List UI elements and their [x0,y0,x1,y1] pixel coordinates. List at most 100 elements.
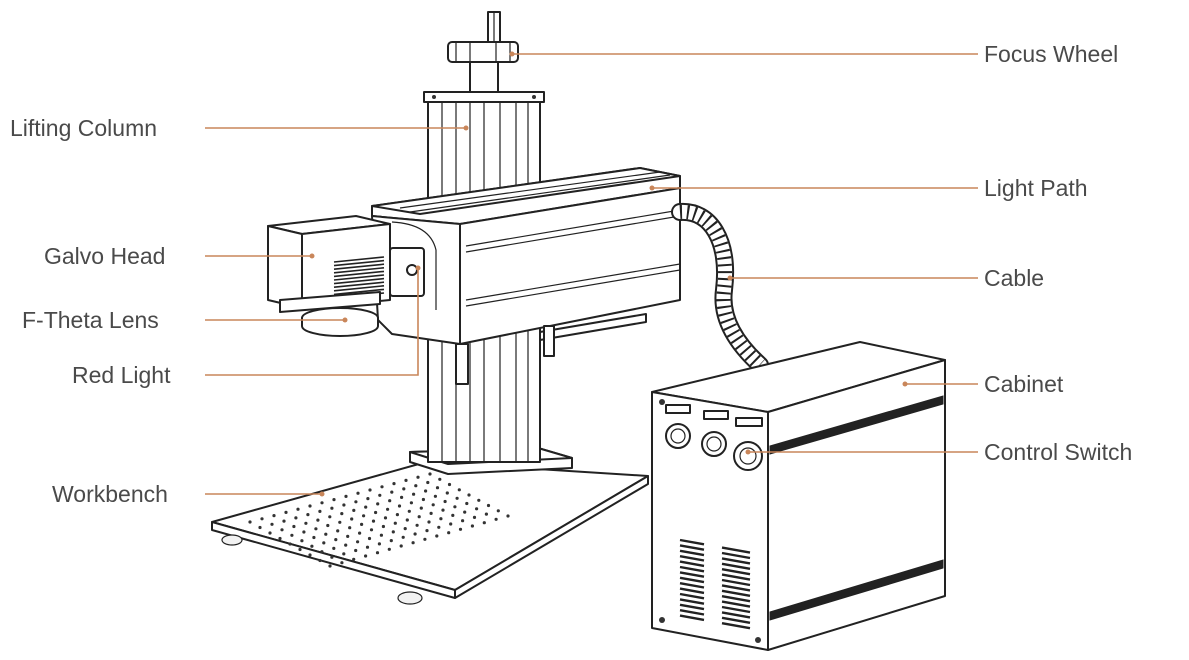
workbench-hole [334,538,338,542]
workbench-hole [340,561,344,565]
workbench-hole [427,520,431,524]
workbench-hole [367,536,372,541]
workbench-hole [390,490,394,494]
galvo-vent-slat [333,267,385,274]
workbench-hole [282,519,286,523]
workbench-hole [272,514,276,518]
cabinet-vent-slat [679,549,705,557]
workbench-hole [316,518,320,522]
cabinet-vent-slat [679,582,705,589]
workbench-hole [407,509,411,513]
workbench-hole [405,518,409,522]
cabinet-vent-slat [721,622,751,630]
workbench-hole [362,514,366,518]
workbench-hole [506,514,510,518]
workbench-hole [438,477,442,481]
workbench-hole [461,519,465,523]
workbench-hole [330,506,334,510]
workbench-hole [377,542,381,546]
workbench-hole [270,522,274,526]
workbench-hole [280,528,284,532]
workbench-hole [380,485,384,489]
galvo-vent-slat [333,259,385,267]
cable-conduit [671,202,769,374]
cabinet-vent-slat [679,544,705,551]
workbench-hole [484,512,488,516]
galvo-vent-slat [333,281,385,288]
workbench-hole [387,547,391,551]
workbench-hole [467,493,471,497]
workbench-hole [248,520,252,524]
workbench-hole [426,480,430,485]
workbench-hole [453,505,457,509]
workbench-hole [278,536,282,541]
workbench-hole [400,495,404,499]
workbench-hole [433,494,437,498]
workbench-hole-grid [248,472,510,568]
workbench-hole [348,526,352,530]
workbench-hole [379,533,383,537]
workbench-hole [381,524,385,529]
cabinet-vent-slat [679,538,705,546]
workbench-hole [340,511,344,516]
focus-wheel-assembly [447,11,519,93]
galvo-vent-slat [333,285,385,292]
workbench-hole [332,546,336,551]
galvo-vent-slat [333,274,385,281]
workbench-hole [258,525,262,530]
workbench-hole [399,544,403,548]
workbench-hole [414,484,418,488]
workbench-hole [435,534,439,538]
workbench-hole [451,513,455,518]
workbench-hole [300,539,304,543]
leader-red-light [205,268,419,376]
workbench-hole [378,493,382,497]
label-lifting-column: Lifting Column [10,115,158,141]
workbench-hole [326,523,330,528]
workbench-hole [292,524,296,529]
workbench-hole [439,517,443,521]
workbench-hole [332,498,336,502]
workbench-hole [322,541,326,545]
cabinet-vent-slat [721,584,751,592]
workbench-hole [314,527,318,531]
workbench-hole [320,550,324,554]
galvo-vent-slat [333,256,385,263]
workbench-hole [417,515,421,519]
workbench-hole [294,516,298,520]
workbench-hole [423,537,427,541]
workbench-hole [318,509,322,513]
workbench-hole [482,521,486,525]
workbench-hole [475,507,479,511]
workbench-hole [404,478,408,482]
workbench-hole [424,489,428,493]
workbench-hole [306,513,310,517]
workbench-hole [308,504,312,508]
galvo-vent-grille [333,256,385,299]
workbench-hole [354,500,358,504]
cabinet-vent-slat [721,546,751,554]
workbench-hole [268,531,272,535]
workbench-hole [455,496,459,500]
label-focus-wheel: Focus Wheel [984,41,1119,67]
workbench-hole [260,517,264,521]
workbench-hole [376,502,380,506]
workbench-hole [457,488,461,492]
workbench-hole [428,472,432,476]
cabinet-vent-slat [721,551,751,560]
workbench-hole [344,543,348,547]
cabinet-vent-slat [721,600,751,608]
workbench-hole [375,551,380,555]
workbench-hole [445,491,449,495]
workbench-hole [371,519,376,523]
workbench-hole [358,531,362,535]
cabinet-vent-slat [721,573,751,581]
workbench-hole [360,522,364,527]
workbench-hole [391,530,395,534]
cabinet-vent-slat [679,609,705,616]
label-cabinet: Cabinet [984,371,1064,397]
workbench-hole [290,533,294,537]
workbench-plate [211,461,649,605]
label-workbench: Workbench [52,481,168,507]
workbench-hole [342,503,346,507]
